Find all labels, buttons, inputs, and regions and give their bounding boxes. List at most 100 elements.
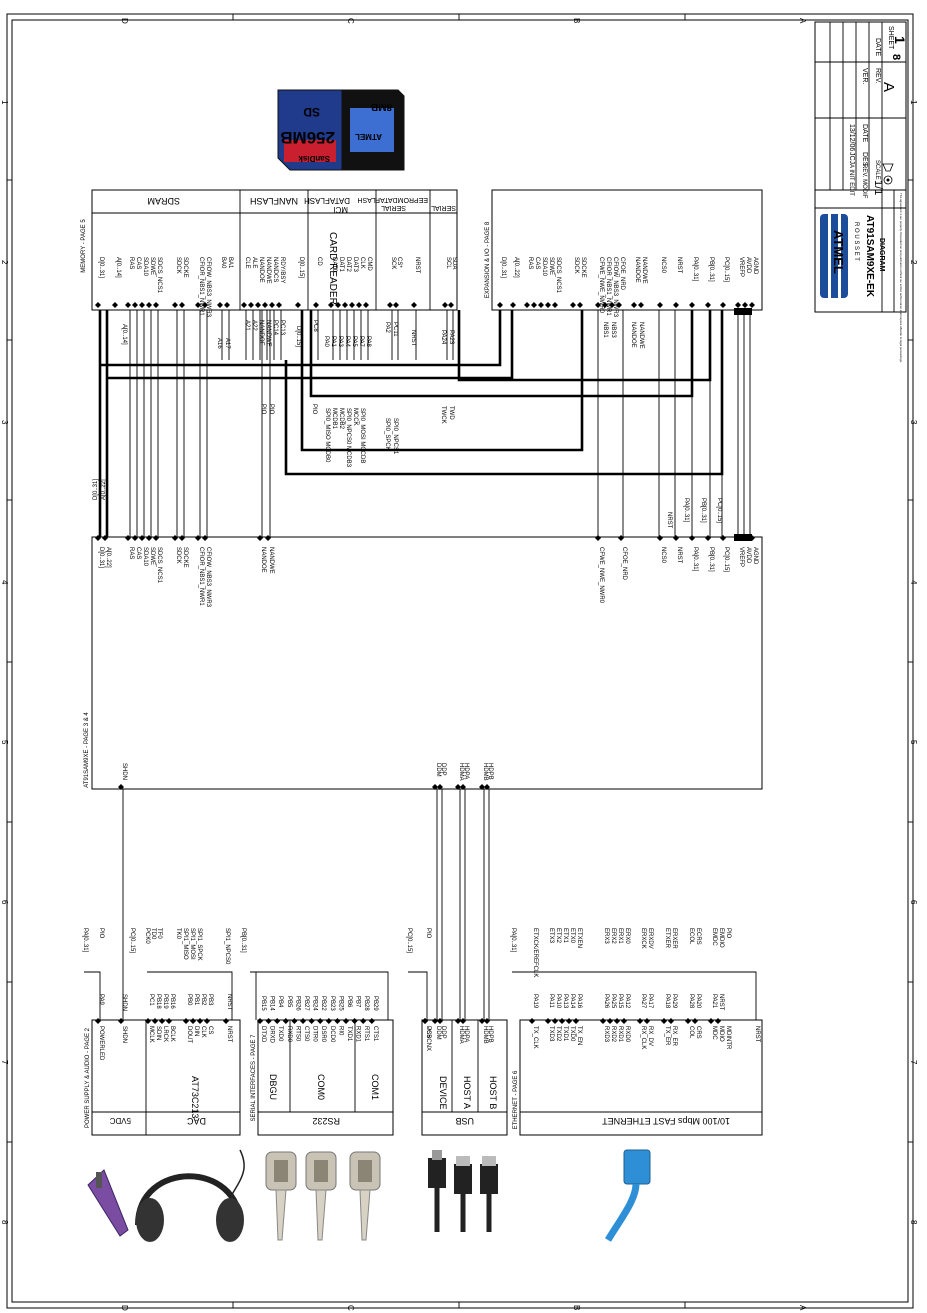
serial-pin-marker-11 [351,1018,358,1024]
usb-host-b-label: HOST B [488,1076,498,1109]
ethernet-pin-10: PA27 [640,994,646,1009]
title-doc-name: AT91SAM9XE-EK [864,215,875,298]
power-pin-marker-8 [197,1018,203,1024]
nand-signal-2: NANDOE [258,320,264,346]
power-signal-5: TF0 [156,928,162,939]
expansion-pin-16: NRST [676,257,682,274]
power-pin-marker-5 [166,1018,172,1024]
label-pc8: PC8 [312,320,318,332]
memory-pin-31: SDA [451,257,457,269]
usb-cable-3-image [480,1156,498,1232]
phy-pin-13: RX_ER [671,1026,677,1047]
memory-pin-marker-21 [328,302,334,308]
title-scale-value: 1/1 [872,180,884,195]
memory-pin-marker-23 [342,302,348,308]
atmel-logo-icon: ATMEL [820,214,848,298]
memory-pin-24: DAT3 [352,257,358,273]
mcu-bottom-pin-0: SHDN [121,763,127,780]
mcu-top-pin-marker-19 [720,535,726,541]
usb-pin-marker-6 [479,1018,485,1024]
mmc-card-image: 8MB ATMEL [341,89,405,171]
power-pin-10: NRST [226,994,232,1011]
expansion-pin-marker-22 [749,302,755,308]
block-dataflash-label: DATAFLASH [304,196,350,205]
mcu-top-pin-marker-14 [618,535,624,541]
power-pin-8: PB2 [200,994,206,1006]
dac-pin-9: CS [207,1026,213,1034]
expansion-pin-2: RAS [527,257,533,269]
title-date-label: DATE [874,38,881,56]
dac-pin-0: POWERLED [98,1026,104,1061]
phy-pin-3: TXD1 [562,1026,568,1042]
memory-pin-marker-3 [132,302,138,308]
serial-pin-4: PB26 [294,996,300,1011]
mci-pa-signal-0: PA0 [323,336,329,348]
power-pin-marker-1 [118,1018,124,1024]
dac-pin-7: DIN [193,1026,199,1036]
title-edit-label: A INIT EDIT [848,164,854,196]
serial-pin-marker-9 [334,1018,341,1024]
ethernet-pin-marker-2 [552,1018,558,1024]
mcu-bottom-pin-marker-2 [437,784,443,790]
expansion-pin-11: CFIOW_NBS3_NWR3 [612,257,618,318]
serial-pin-13: PB29 [372,996,378,1011]
serial-pin-10: PB6 [346,996,352,1008]
mcu-bottom-pin-marker-0 [118,784,124,790]
phy-pin-6: RXD3 [603,1026,609,1043]
memory-pin-marker-27 [387,302,393,308]
mcu-bottom-pin-marker-1 [432,784,438,790]
com-signal-7: DSR0 [320,1026,326,1043]
serial-pin-marker-12 [360,1018,367,1024]
expansion-pin-19: PC[0..15] [723,257,729,282]
mcu-top-pin-7: SDCK [175,547,181,564]
power-audio-block: 5VDC DAC AT73C213 POWER SUPPLY & AUDIO -… [85,1019,241,1136]
com-signal-10: TXD1 [346,1026,352,1042]
label-pa23: PA23 [448,330,454,345]
title-doc-subtitle: DIAGRAM [878,238,885,272]
memory-pin-29: NRST [414,257,420,274]
memory-pin-marker-1 [112,302,118,308]
usb-pin-2: DDM [435,1026,441,1040]
frame-col-4-left: 4 [0,580,9,585]
power-pin-marker-4 [159,1018,165,1024]
mcu-top-pin-marker-9 [195,535,201,541]
projection-symbol-icon [882,163,894,185]
memory-pin-marker-10 [202,302,208,308]
title-sheet-label: SHEET [887,26,894,50]
ethernet-signal-16: ECRS [695,928,701,945]
nand-signal-3: NANDWE [265,320,271,347]
ethernet-pin-8: PA15 [617,994,623,1009]
serial-pin-marker-2 [274,1018,281,1024]
mcu-top-pin-marker-13 [595,535,601,541]
label-spi0-npcs1: SPI0_NPCS1 [392,418,398,455]
sheet-inner-border [11,19,909,1303]
expansion-pin-8: SDCKE [580,257,586,278]
frame-col-7-left: 7 [0,1060,9,1065]
frame-col-6-right: 6 [909,900,918,905]
memory-pin-marker-24 [349,302,355,308]
serial-pin-8: PB23 [329,996,335,1011]
label-pa2: PA2 [384,322,390,334]
ethernet-signal-13: ETXER [664,928,670,949]
label-spi0-spck: SPI0_SPCK [384,418,390,451]
frame-col-5-right: 5 [909,740,918,745]
block-mci-label: MCI [333,205,348,214]
mcu-top-pin-8: SDCKE [182,547,188,568]
title-company-sub: R O U S S E T [853,222,859,261]
mcu-top-pin-22: AGND [752,547,758,565]
label-nbs1: NBS1 [602,322,608,338]
ethernet-pin-14: PA28 [688,994,694,1009]
mcu-top-pin-16: NRST [676,547,682,564]
label-nandwe-exp: NANDWE [638,322,644,349]
db9-connector-1-image [265,1151,297,1241]
com-signal-4: RTS0 [294,1026,300,1042]
com-signal-5: CTS0 [303,1026,309,1042]
usb-pin-6: HDMB [482,1026,488,1044]
ethernet-pin-0: PA19 [532,994,538,1009]
expansion-pin-marker-11 [609,302,615,308]
usb-pin-7: HDPB [487,1026,493,1043]
expansion-pin-9: CFWE_NWE_NWR0 [598,257,604,314]
frame-col-3-left: 3 [0,420,9,425]
ethernet-signal-7: ERX3 [603,928,609,944]
